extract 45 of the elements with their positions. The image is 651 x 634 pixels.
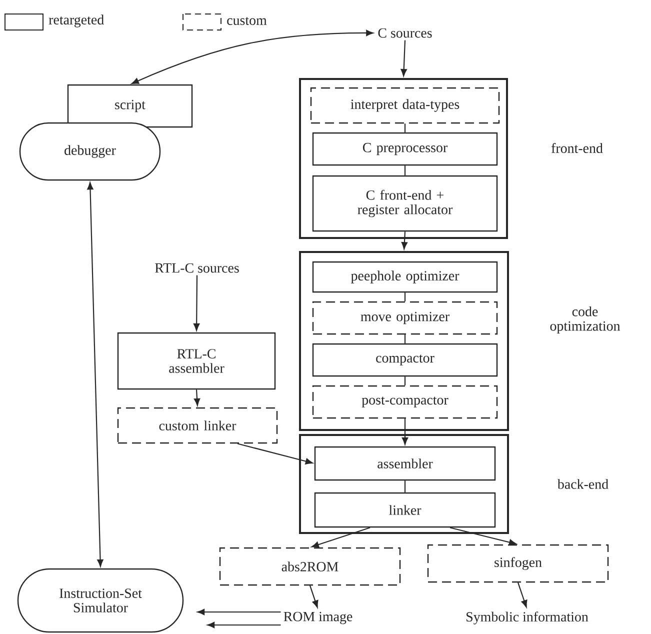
process-box: peephole optimizer bbox=[312, 261, 498, 293]
process-box: interpret data-types bbox=[310, 87, 500, 124]
io-label: Symbolic information bbox=[466, 612, 588, 624]
process-box: post-compactor bbox=[312, 385, 498, 419]
legend-label: retargeted bbox=[48, 14, 104, 28]
io-label: C sources bbox=[378, 28, 432, 38]
arrow bbox=[197, 608, 281, 616]
process-box: RTL-C assembler bbox=[117, 332, 276, 390]
stage-label: back-end bbox=[557, 479, 608, 489]
arrow bbox=[237, 443, 313, 464]
process-box: abs2ROM bbox=[219, 547, 401, 586]
stage-label: code optimization bbox=[550, 306, 620, 334]
arrow bbox=[131, 30, 374, 84]
stage-label: front-end bbox=[551, 143, 603, 153]
process-box: Instruction-Set Simulator bbox=[17, 568, 184, 633]
process-box: script bbox=[67, 84, 193, 128]
arrow bbox=[207, 622, 281, 628]
io-label: RTL-C sources bbox=[155, 263, 239, 273]
arrow bbox=[312, 527, 370, 548]
arrow bbox=[517, 582, 528, 608]
process-box: C front-end + register allocator bbox=[312, 175, 498, 232]
arrow bbox=[402, 418, 408, 445]
process-box: move optimizer bbox=[312, 301, 498, 335]
process-box: debugger bbox=[19, 122, 161, 181]
process-box: sinfogen bbox=[427, 544, 609, 583]
arrow bbox=[401, 232, 408, 250]
process-box: compactor bbox=[312, 343, 498, 377]
process-box: C preprocessor bbox=[312, 132, 498, 166]
arrow bbox=[87, 182, 104, 567]
arrow bbox=[194, 275, 200, 331]
connector-line bbox=[404, 376, 406, 386]
process-box: assembler bbox=[314, 446, 496, 481]
arrow bbox=[309, 585, 318, 608]
connector-line bbox=[404, 292, 406, 302]
legend-label: custom bbox=[227, 17, 267, 25]
connector-line bbox=[404, 124, 406, 132]
arrow bbox=[194, 390, 200, 406]
process-box: custom linker bbox=[117, 407, 278, 444]
connector-line bbox=[404, 334, 406, 344]
connector-line bbox=[404, 480, 406, 492]
process-box: linker bbox=[314, 492, 496, 528]
connector-line bbox=[404, 166, 406, 176]
io-label: ROM image bbox=[284, 612, 352, 624]
arrow bbox=[400, 40, 407, 76]
arrow bbox=[450, 527, 516, 546]
